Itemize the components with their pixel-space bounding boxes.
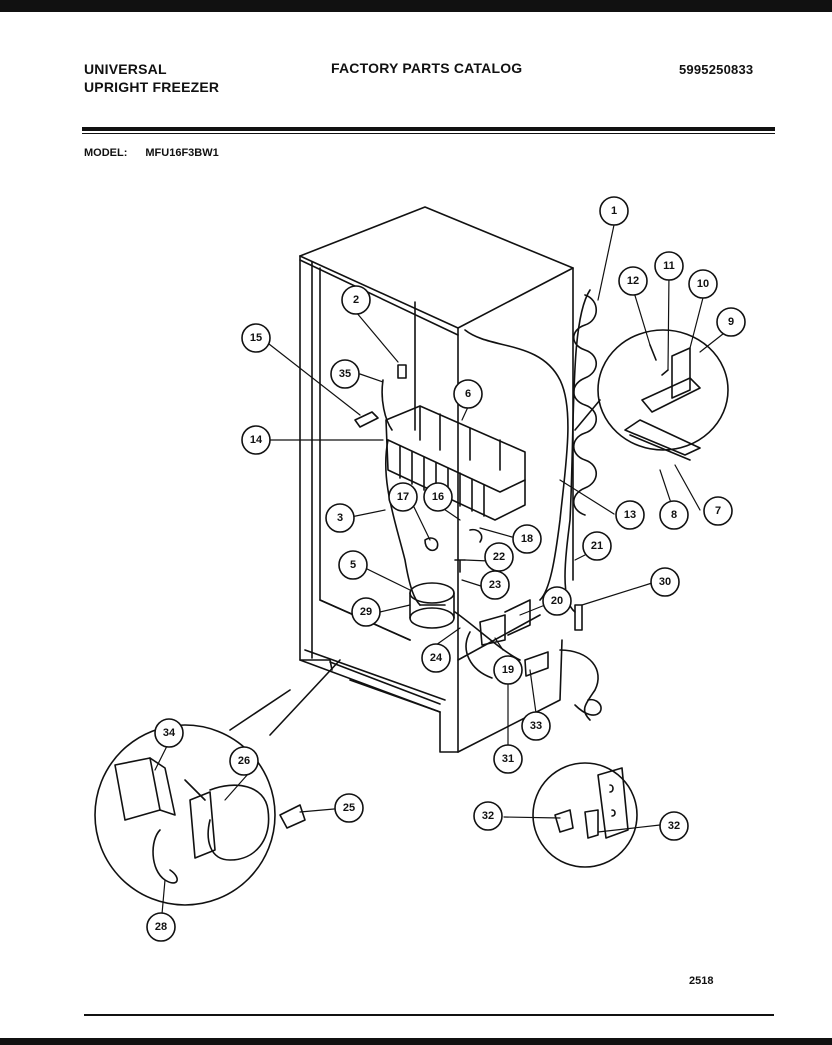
callout-9: 9	[716, 307, 746, 337]
callout-12: 12	[618, 266, 648, 296]
svg-text:18: 18	[521, 533, 533, 545]
brand-line-1: UNIVERSAL	[84, 61, 167, 77]
svg-text:7: 7	[715, 505, 721, 517]
svg-text:5: 5	[350, 559, 356, 571]
callout-29: 29	[351, 597, 381, 627]
svg-text:16: 16	[432, 491, 444, 503]
model-line: MODEL: MFU16F3BW1	[84, 147, 219, 159]
freezer-cabinet	[299, 206, 574, 753]
catalog-title: FACTORY PARTS CATALOG	[331, 60, 523, 76]
callout-5: 5	[338, 550, 368, 580]
callout-3: 3	[325, 503, 355, 533]
svg-text:11: 11	[663, 260, 675, 272]
callout-19: 19	[493, 655, 523, 685]
svg-text:33: 33	[530, 720, 542, 732]
catalog-number: 5995250833	[679, 62, 754, 77]
callout-20: 20	[542, 586, 572, 616]
callout-13: 13	[615, 500, 645, 530]
svg-text:23: 23	[489, 579, 501, 591]
callout-17: 17	[388, 482, 418, 512]
callout-8: 8	[659, 500, 689, 530]
svg-text:8: 8	[671, 509, 677, 521]
model-value: MFU16F3BW1	[145, 147, 219, 159]
svg-text:12: 12	[627, 275, 639, 287]
callout-32-right: 32	[659, 811, 689, 841]
header-rule-thin	[82, 133, 775, 134]
callout-6: 6	[453, 379, 483, 409]
callout-leader-lines	[154, 224, 729, 915]
bracket-detail-view	[574, 329, 729, 461]
relay-detail-view	[94, 659, 341, 906]
condenser-tubing	[564, 289, 598, 613]
svg-text:1: 1	[611, 205, 617, 217]
svg-text:17: 17	[397, 491, 409, 503]
plug-detail-view	[532, 762, 638, 868]
svg-text:22: 22	[493, 551, 505, 563]
svg-text:34: 34	[163, 727, 176, 739]
model-label: MODEL:	[84, 147, 128, 159]
svg-text:6: 6	[465, 388, 471, 400]
callout-23: 23	[480, 570, 510, 600]
brand-line-2: UPRIGHT FREEZER	[84, 79, 220, 95]
svg-text:3: 3	[337, 512, 343, 524]
callout-16: 16	[423, 482, 453, 512]
svg-text:15: 15	[250, 332, 262, 344]
callout-1: 1	[599, 196, 629, 226]
compressor	[409, 582, 455, 629]
callout-11: 11	[654, 251, 684, 281]
svg-text:21: 21	[591, 540, 603, 552]
svg-text:10: 10	[697, 278, 709, 290]
wiring-harness	[381, 329, 599, 721]
svg-text:2: 2	[353, 294, 359, 306]
evaporator-coil	[385, 405, 526, 521]
header-rule-thick	[82, 127, 775, 131]
svg-text:20: 20	[551, 595, 563, 607]
callout-30: 30	[650, 567, 680, 597]
brand-block: UNIVERSAL UPRIGHT FREEZER	[84, 60, 219, 96]
svg-text:14: 14	[250, 434, 263, 446]
svg-text:13: 13	[624, 509, 636, 521]
callout-21: 21	[582, 531, 612, 561]
callout-32-left: 32	[473, 801, 503, 831]
callout-35: 35	[330, 359, 360, 389]
callout-22: 22	[484, 542, 514, 572]
callout-15: 15	[241, 323, 271, 353]
callout-26: 26	[229, 746, 259, 776]
svg-text:26: 26	[238, 755, 250, 767]
svg-text:35: 35	[339, 368, 351, 380]
callout-25: 25	[334, 793, 364, 823]
svg-text:19: 19	[502, 664, 514, 676]
callout-10: 10	[688, 269, 718, 299]
svg-text:31: 31	[502, 753, 514, 765]
callout-14: 14	[241, 425, 271, 455]
callout-7: 7	[703, 496, 733, 526]
svg-text:30: 30	[659, 576, 671, 588]
top-border-bar	[0, 0, 832, 12]
svg-text:32: 32	[668, 820, 680, 832]
svg-text:29: 29	[360, 606, 372, 618]
callout-31: 31	[493, 744, 523, 774]
svg-text:9: 9	[728, 316, 734, 328]
callout-markers: 1 2 3 5 6 7 8 9 10 11 12 13 14 15 16 17 …	[146, 196, 746, 942]
svg-text:25: 25	[343, 802, 355, 814]
callout-33: 33	[521, 711, 551, 741]
callout-2: 2	[341, 285, 371, 315]
callout-24: 24	[421, 643, 451, 673]
footer-rule	[84, 1014, 774, 1016]
callout-34: 34	[154, 718, 184, 748]
svg-text:24: 24	[430, 652, 443, 664]
page-number: 2518	[689, 975, 714, 987]
callout-18: 18	[512, 524, 542, 554]
svg-text:32: 32	[482, 810, 494, 822]
svg-text:28: 28	[155, 921, 167, 933]
small-parts	[354, 364, 602, 716]
bottom-border-bar	[0, 1038, 832, 1045]
callout-28: 28	[146, 912, 176, 942]
